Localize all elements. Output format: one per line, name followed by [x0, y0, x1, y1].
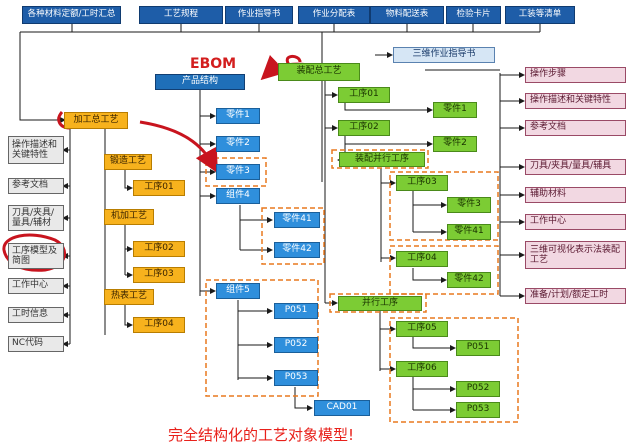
asm-op05[interactable]: 工序05	[396, 321, 448, 337]
left-man-hours[interactable]: 工时信息	[8, 307, 64, 323]
nav-work-instruction[interactable]: 作业指导书	[225, 6, 293, 24]
asm-op06[interactable]: 工序06	[396, 361, 448, 377]
cad01[interactable]: CAD01	[314, 400, 370, 416]
machining-op02[interactable]: 工序02	[133, 241, 185, 257]
nav-material-quota[interactable]: 各种材料定额/工时汇总	[22, 6, 121, 24]
asm-op02[interactable]: 工序02	[338, 120, 390, 136]
product-structure[interactable]: 产品结构	[155, 74, 245, 90]
asm-part42[interactable]: 零件42	[447, 272, 491, 288]
right-op-steps[interactable]: 操作步骤	[525, 67, 626, 83]
ebom-label: EBOM	[190, 56, 237, 72]
left-op-description[interactable]: 操作描述和关键特性	[8, 136, 64, 164]
asm-part1[interactable]: 零件1	[433, 102, 477, 118]
left-process-model[interactable]: 工序模型及简图	[8, 243, 64, 269]
asm-p053[interactable]: P053	[456, 402, 500, 418]
right-work-center[interactable]: 工作中心	[525, 214, 626, 230]
parallel-assembly-op[interactable]: 装配并行工序	[339, 152, 425, 167]
asm-op03[interactable]: 工序03	[396, 175, 448, 191]
machining-process[interactable]: 机加工艺	[104, 209, 154, 225]
part-2[interactable]: 零件2	[216, 136, 260, 152]
component-5[interactable]: 组件5	[216, 283, 260, 299]
nav-work-allocation[interactable]: 作业分配表	[298, 6, 370, 24]
machining-op03[interactable]: 工序03	[133, 267, 185, 283]
forging-op01[interactable]: 工序01	[133, 180, 185, 196]
left-tooling[interactable]: 刀具/夹具/量具/辅材	[8, 205, 64, 231]
asm-p052[interactable]: P052	[456, 381, 500, 397]
part-41[interactable]: 零件41	[274, 212, 320, 228]
right-aux-material[interactable]: 辅助材料	[525, 187, 626, 203]
parallel-op[interactable]: 并行工序	[338, 296, 422, 311]
asm-op01[interactable]: 工序01	[338, 87, 390, 103]
asm-p051[interactable]: P051	[456, 340, 500, 356]
p053-item[interactable]: P053	[274, 370, 318, 386]
right-reference-doc[interactable]: 参考文档	[525, 120, 626, 136]
p052-item[interactable]: P052	[274, 337, 318, 353]
nav-tooling-list[interactable]: 工装等清单	[505, 6, 575, 24]
left-reference-doc[interactable]: 参考文档	[8, 178, 64, 194]
part-3[interactable]: 零件3	[216, 164, 260, 180]
assembly-total-process[interactable]: 装配总工艺	[278, 63, 360, 81]
asm-op04[interactable]: 工序04	[396, 251, 448, 267]
part-42[interactable]: 零件42	[274, 242, 320, 258]
machining-total-process[interactable]: 加工总工艺	[64, 112, 128, 129]
part-1[interactable]: 零件1	[216, 108, 260, 124]
component-4[interactable]: 组件4	[216, 188, 260, 204]
asm-part41[interactable]: 零件41	[447, 224, 491, 240]
caption: 完全结构化的工艺对象模型!	[168, 426, 355, 444]
left-work-center[interactable]: 工作中心	[8, 278, 64, 294]
nav-process-spec[interactable]: 工艺规程	[139, 6, 223, 24]
heat-surface-process[interactable]: 热表工艺	[104, 289, 154, 305]
forging-process[interactable]: 锻造工艺	[104, 154, 152, 170]
right-tooling[interactable]: 刀具/夹具/量具/辅具	[525, 159, 626, 175]
right-3d-visualization[interactable]: 三维可视化表示法装配工艺	[525, 241, 626, 269]
nav-inspection-card[interactable]: 检验卡片	[446, 6, 501, 24]
asm-part3[interactable]: 零件3	[447, 197, 491, 213]
left-nc-code[interactable]: NC代码	[8, 336, 64, 352]
asm-part2[interactable]: 零件2	[433, 136, 477, 152]
heat-op04[interactable]: 工序04	[133, 317, 185, 333]
right-prep-hours[interactable]: 准备/计划/额定工时	[525, 288, 626, 304]
nav-material-dispatch[interactable]: 物料配送表	[370, 6, 444, 24]
3d-work-instruction[interactable]: 三维作业指导书	[393, 47, 495, 63]
p051-item[interactable]: P051	[274, 303, 318, 319]
right-op-description[interactable]: 操作描述和关键特性	[525, 93, 626, 109]
